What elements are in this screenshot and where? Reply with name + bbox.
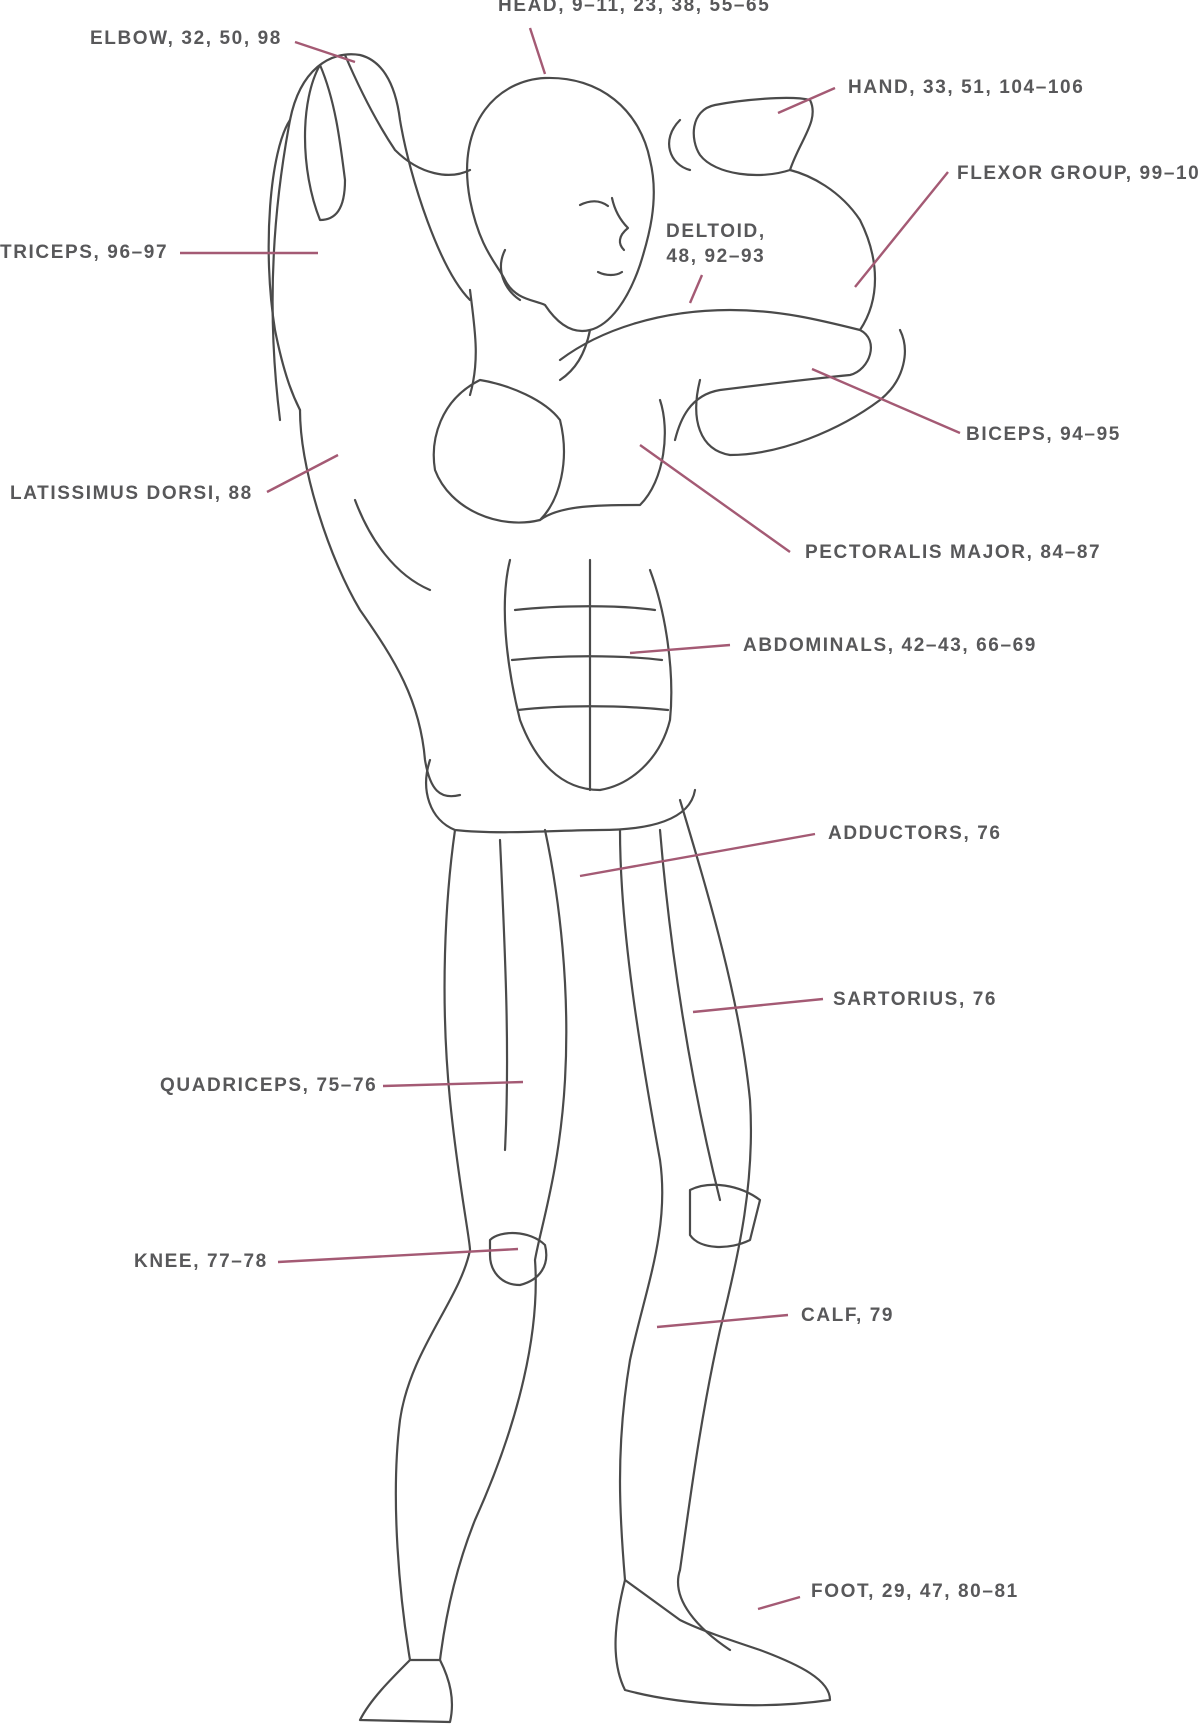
abdominals-label: ABDOMINALS, 42–43, 66–69 xyxy=(743,635,1037,656)
elbow-label: ELBOW, 32, 50, 98 xyxy=(90,28,282,49)
right-foot-outline xyxy=(614,1578,832,1707)
raised-arm-outline xyxy=(271,53,472,422)
deltoid-label-line2: 48, 92–93 xyxy=(666,245,766,267)
head-outline xyxy=(465,76,655,333)
deltoid-label-line1: DELTOID, xyxy=(666,221,766,242)
quadriceps-label: QUADRICEPS, 75–76 xyxy=(160,1075,378,1096)
abdominals-outline xyxy=(503,558,673,792)
flexed-arm-outline xyxy=(558,308,872,442)
right-leg-outline xyxy=(677,798,753,1652)
hand-leader xyxy=(777,86,836,115)
pectoralis-leader xyxy=(639,444,791,553)
elbow-leader xyxy=(294,40,356,64)
deltoid-leader xyxy=(688,274,704,304)
left-leg-outline xyxy=(394,828,472,1662)
adductors-label: ADDUCTORS, 76 xyxy=(828,823,1002,844)
calf-label: CALF, 79 xyxy=(801,1305,895,1326)
sartorius-label: SARTORIUS, 76 xyxy=(833,989,998,1010)
head-leader xyxy=(528,27,547,75)
latissimus-leader xyxy=(266,453,339,494)
pectoralis-major-label: PECTORALIS MAJOR, 84–87 xyxy=(805,542,1102,563)
hand-label: HAND, 33, 51, 104–106 xyxy=(848,77,1085,98)
knee-label: KNEE, 77–78 xyxy=(134,1251,268,1272)
torso-outline xyxy=(298,408,462,798)
latissimus-dorsi-label: LATISSIMUS DORSI, 88 xyxy=(10,483,253,504)
calf-leader xyxy=(656,1313,789,1329)
foot-label: FOOT, 29, 47, 80–81 xyxy=(811,1581,1019,1602)
knee-leader xyxy=(277,1247,519,1264)
head-label: HEAD, 9–11, 23, 38, 55–65 xyxy=(498,0,771,16)
adductors-leader xyxy=(579,832,816,878)
flexor-leader xyxy=(854,171,949,288)
deltoid-label: DELTOID, 48, 92–93 xyxy=(666,220,766,269)
left-foot-outline xyxy=(358,1658,454,1724)
flexor-group-label: FLEXOR GROUP, 99–101 xyxy=(957,163,1200,184)
quadriceps-leader xyxy=(382,1080,524,1088)
sartorius-leader xyxy=(692,997,824,1014)
triceps-label: TRICEPS, 96–97 xyxy=(0,242,169,263)
abdominals-leader xyxy=(629,643,731,655)
biceps-leader xyxy=(811,367,961,435)
biceps-label: BICEPS, 94–95 xyxy=(966,424,1121,445)
foot-leader xyxy=(757,1595,801,1611)
